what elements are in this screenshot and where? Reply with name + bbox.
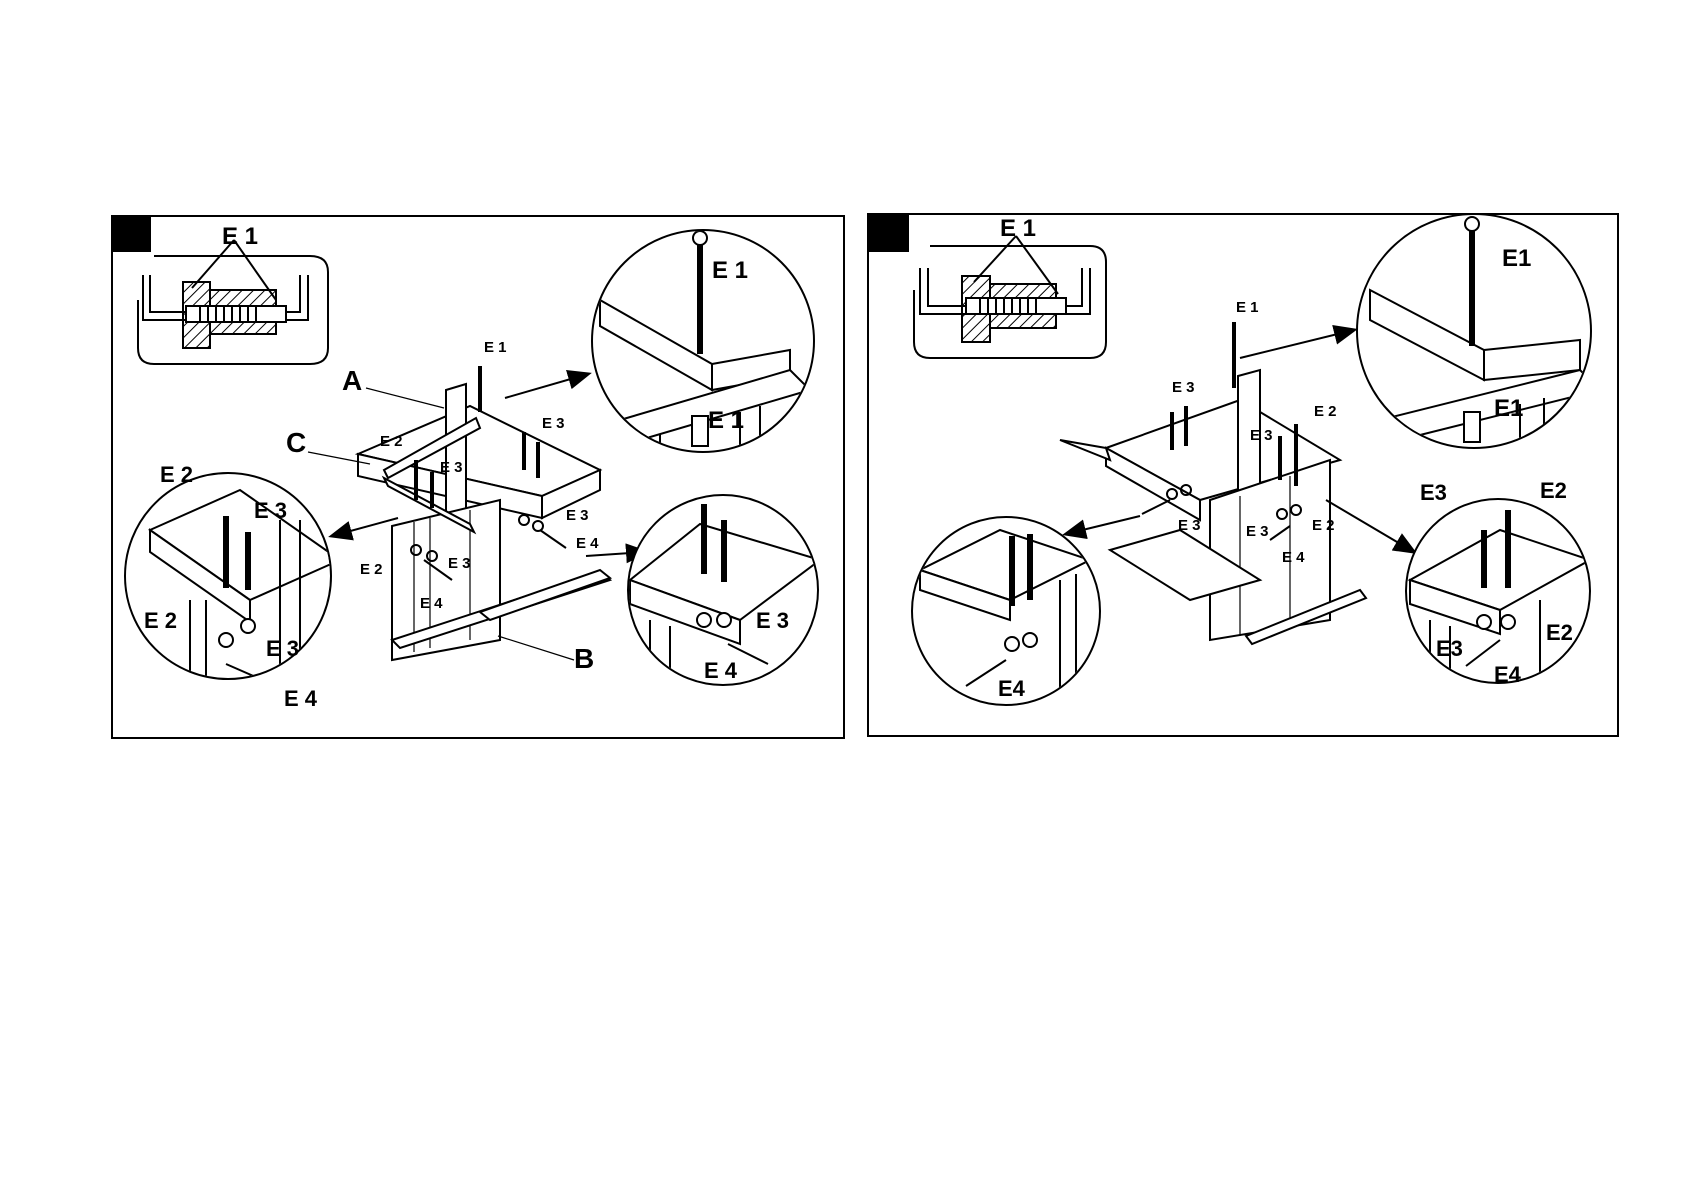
part-label-b: B bbox=[574, 643, 594, 674]
zoom-bottom-label-e3: E 3 bbox=[756, 608, 789, 633]
zoom-bottom-label-e4: E 4 bbox=[704, 658, 738, 683]
label-e2-2: E 2 bbox=[1314, 403, 1337, 420]
zoom-right2-label-e3-b: E3 bbox=[1436, 636, 1463, 661]
label-e1: E 1 bbox=[484, 339, 507, 356]
zoom-left2-label-e4: E4 bbox=[998, 676, 1026, 701]
label-e3-2b: E 3 bbox=[1250, 427, 1273, 444]
zoom-left-label-e3-b: E 3 bbox=[266, 636, 299, 661]
zoom-right2-label-e4: E4 bbox=[1494, 662, 1522, 687]
zoom-left-label-e4: E 4 bbox=[284, 686, 318, 711]
panel-step-2: E 1 E 1 bbox=[868, 214, 1618, 736]
label-e1-2: E 1 bbox=[1236, 299, 1259, 316]
zoom-top2-label-e1-b: E1 bbox=[1494, 395, 1523, 422]
label-e3-b: E 3 bbox=[542, 415, 565, 432]
zoom-circle-top-1: E 1 E 1 bbox=[592, 230, 814, 470]
zoom-circle-left-2: E4 bbox=[912, 517, 1100, 705]
panel-step-1: E 1 bbox=[112, 216, 844, 738]
bolt-detail-inset-1: E 1 bbox=[138, 223, 328, 364]
part-label-a: A bbox=[342, 365, 362, 396]
label-e4-2: E 4 bbox=[1282, 549, 1305, 566]
label-e3-c: E 3 bbox=[448, 555, 471, 572]
zoom-right2-label-e2-b: E2 bbox=[1546, 620, 1573, 645]
zoom-top-label-e1-a: E 1 bbox=[712, 257, 748, 284]
label-e3-2c: E 3 bbox=[1178, 517, 1201, 534]
zoom-circle-top-2: E1 E1 bbox=[1357, 214, 1600, 470]
zoom-right2-label-e2-a: E2 bbox=[1540, 478, 1567, 503]
zoom-top2-label-e1-a: E1 bbox=[1502, 245, 1531, 272]
label-e3-d: E 3 bbox=[566, 507, 589, 524]
bolt-detail-inset-2: E 1 bbox=[914, 215, 1106, 358]
label-e2-b: E 2 bbox=[360, 561, 383, 578]
zoom-circle-right-2: E3 E2 E2 E3 E4 bbox=[1406, 478, 1590, 700]
label-e4: E 4 bbox=[420, 595, 443, 612]
step-number-box-2 bbox=[869, 215, 909, 252]
label-e4-b: E 4 bbox=[576, 535, 599, 552]
label-e2-2b: E 2 bbox=[1312, 517, 1335, 534]
zoom-circle-left-1: E 2 E 3 E 2 E 3 E 4 bbox=[125, 462, 340, 711]
label-e2: E 2 bbox=[380, 433, 403, 450]
bench-assembly-2 bbox=[1060, 322, 1366, 644]
zoom-left-label-e2-b: E 2 bbox=[144, 608, 177, 633]
detail-label-e1: E 1 bbox=[222, 223, 258, 250]
label-e3-2d: E 3 bbox=[1246, 523, 1269, 540]
label-e3: E 3 bbox=[440, 459, 463, 476]
part-label-c: C bbox=[286, 427, 306, 458]
detail-label-e1-2: E 1 bbox=[1000, 215, 1036, 242]
label-e3-2: E 3 bbox=[1172, 379, 1195, 396]
step-number-box-1 bbox=[113, 217, 151, 252]
zoom-left-label-e2-a: E 2 bbox=[160, 462, 193, 487]
zoom-top-label-e1-b: E 1 bbox=[708, 407, 744, 434]
zoom-right2-label-e3-a: E3 bbox=[1420, 480, 1447, 505]
zoom-left-label-e3-a: E 3 bbox=[254, 498, 287, 523]
zoom-circle-bottom-1: E 3 E 4 bbox=[628, 495, 820, 700]
